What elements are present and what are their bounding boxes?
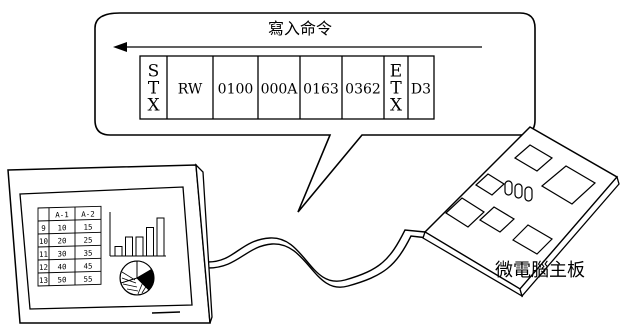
table-cell: 15 (83, 223, 92, 232)
hmi-data-table: A-1 A-2 9 10 15 10 20 25 11 30 35 12 40 45 13 50 55 (37, 205, 102, 287)
frame-field: D3 (407, 56, 431, 119)
hmi-bar-chart (109, 212, 166, 257)
frame-field-text: S (148, 62, 160, 82)
board-chip-1 (513, 144, 554, 172)
table-cell: 35 (83, 249, 92, 258)
frame-field: 000A (257, 56, 299, 119)
microcomputer-label: 微電腦主板 (495, 260, 585, 281)
table-cell: 20 (57, 236, 67, 245)
table-header: A-2 (81, 210, 95, 219)
table-cell: 12 (39, 263, 48, 272)
communication-cable (207, 229, 429, 288)
frame-field-text: T (148, 79, 160, 99)
board-chip-4 (479, 206, 515, 233)
frame-field-text: RW (178, 82, 203, 98)
table-cell: 40 (57, 262, 67, 271)
command-title: 寫入命令 (268, 19, 332, 38)
frame-field-text: T (390, 79, 402, 99)
hmi-display (19, 186, 193, 310)
chart-bar (146, 227, 154, 257)
chart-bar (125, 236, 133, 257)
hmi-panel: A-1 A-2 9 10 15 10 20 25 11 30 35 12 40 45 13 50 55 (7, 163, 213, 324)
board-component-1 (504, 180, 513, 196)
table-cell: 11 (39, 250, 48, 259)
frame-field: 0362 (341, 56, 381, 119)
command-bubble (94, 12, 536, 213)
table-cell: 45 (83, 262, 92, 271)
table-cell: 10 (57, 223, 67, 232)
table-cell: 55 (83, 275, 92, 284)
microcomputer-board (422, 126, 620, 298)
board-chip-3 (445, 197, 485, 228)
hmi-indicator-line (151, 311, 181, 314)
frame-field-text: 0100 (218, 82, 254, 98)
board-component-2 (514, 183, 523, 199)
table-header: A-1 (55, 210, 69, 219)
board-component-3 (524, 186, 533, 202)
frame-field: STX (147, 62, 160, 116)
chart-bar (135, 236, 144, 257)
board-chip-5 (512, 224, 553, 255)
frame-field: ETX (383, 56, 403, 119)
direction-arrow (113, 42, 482, 52)
frame-field-text: X (390, 96, 403, 116)
frame-field-text: 000A (261, 82, 299, 98)
frame-field: RW (166, 56, 203, 119)
frame-field-text: 0362 (345, 82, 381, 98)
chart-bar (114, 246, 123, 257)
table-cell: 9 (41, 224, 46, 233)
table-cell: 25 (83, 236, 92, 245)
frame-field-text: D3 (411, 82, 431, 98)
board-chip-2 (475, 173, 505, 196)
table-cell: 30 (57, 249, 67, 258)
table-cell: 13 (39, 276, 48, 285)
frame-field-text: E (390, 62, 402, 82)
hmi-pie-chart (119, 260, 155, 296)
command-title-text: 寫入命令 (268, 19, 332, 38)
frame-field-text: X (147, 96, 160, 116)
table-cell: 50 (57, 275, 67, 284)
frame-field: 0100 (212, 56, 254, 119)
chart-bar (156, 217, 165, 257)
board-chip-6 (540, 165, 597, 205)
frame-field: 0163 (299, 56, 339, 119)
table-cell: 10 (39, 237, 49, 246)
frame-field-text: 0163 (303, 82, 339, 98)
